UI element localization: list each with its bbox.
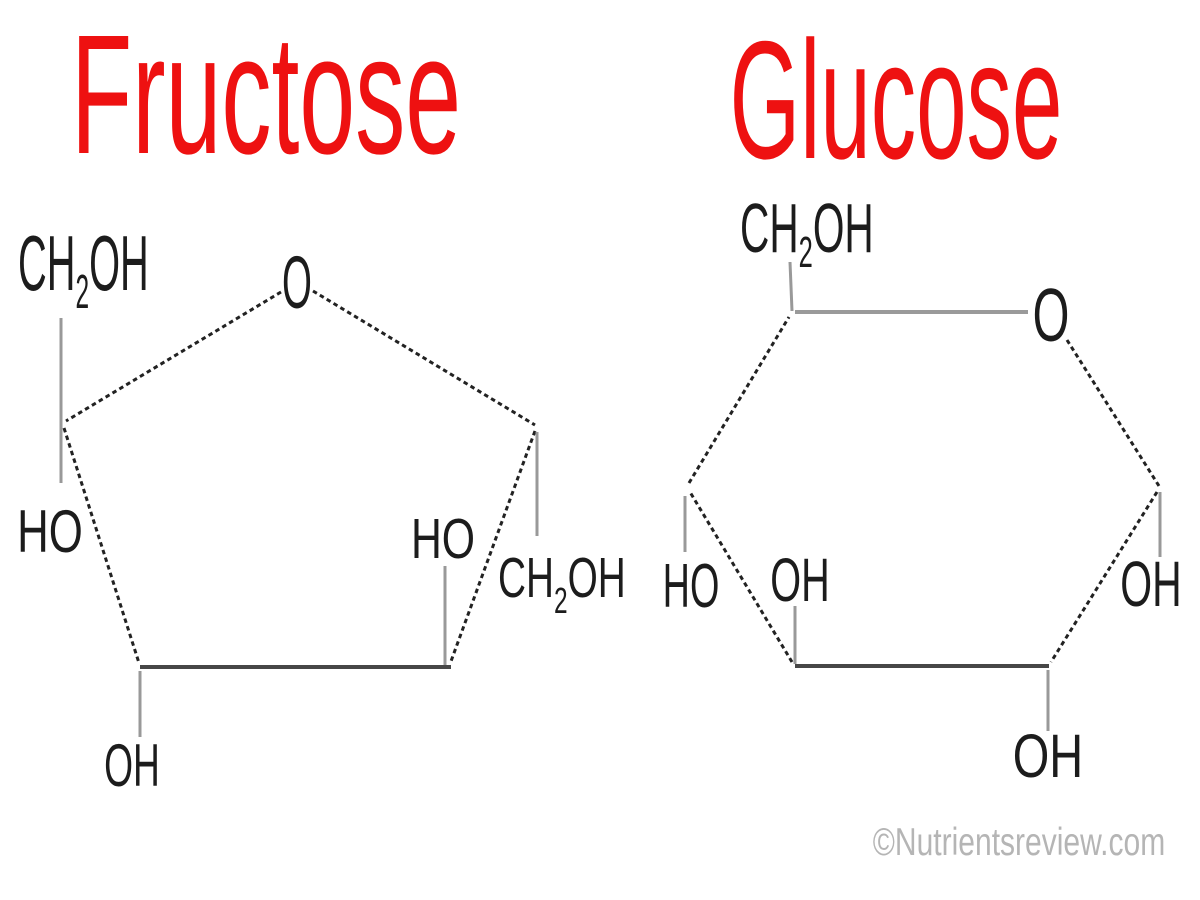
glucose-ring-edge-c1-to-c2 (1049, 491, 1159, 663)
glucose-ring-oxygen-label: O (1033, 274, 1070, 358)
glucose-ch2oh-top-subscript: 2 (799, 227, 813, 277)
fructose-ch2oh-right-main: CH (498, 547, 554, 610)
glucose-ch2oh-top-main: CH (740, 190, 799, 268)
fructose-ch2oh-right-subscript: 2 (554, 580, 568, 621)
glucose-oh-right-label: OH (1120, 549, 1181, 620)
fructose-ch2oh-right-tail: OH (568, 547, 626, 610)
fructose-ch2oh-top-subscript: 2 (75, 266, 89, 319)
fructose-structure: Fructose O CH2OH HO OH HO CH2OH (17, 0, 626, 799)
fructose-ring-edge-c2-to-c3 (448, 430, 537, 665)
fructose-ch2oh-right-label: CH2OH (498, 547, 626, 621)
fructose-ch2oh-top-label: CH2OH (18, 221, 149, 320)
fructose-ring-edge-o-to-c5 (65, 290, 282, 423)
glucose-title: Glucose (730, 6, 1063, 194)
fructose-ring-edge-o-to-c2 (312, 289, 536, 427)
fructose-ring-oxygen-label: O (282, 243, 312, 325)
fructose-ch2oh-top-main: CH (18, 221, 75, 308)
fructose-ring-edge-c5-to-c4 (62, 427, 141, 664)
glucose-oh-bottom-label: OH (1013, 722, 1083, 790)
glucose-ring-edge-c4-to-c5 (687, 316, 791, 484)
glucose-ho-left-label: HO (663, 551, 720, 620)
fructose-ho-right-label: HO (411, 506, 475, 570)
fructose-title: Fructose (71, 0, 461, 190)
fructose-ch2oh-top-tail: OH (89, 221, 149, 308)
glucose-ch2oh-top-tail: OH (813, 190, 874, 268)
glucose-structure: Glucose O CH2OH HO OH OH OH (663, 6, 1182, 790)
glucose-ch2oh-top-label: CH2OH (740, 190, 874, 277)
fructose-oh-bottom-label: OH (104, 732, 160, 799)
fructose-ho-left-label: HO (17, 498, 83, 565)
glucose-ring-edge-c3-to-c4 (688, 491, 794, 663)
watermark-text: ©Nutrientsreview.com (873, 820, 1165, 864)
glucose-ring-edge-o-to-c1 (1065, 339, 1161, 487)
glucose-oh-inner-label: OH (770, 545, 829, 614)
glucose-bond-ch2oh-top (788, 261, 794, 312)
